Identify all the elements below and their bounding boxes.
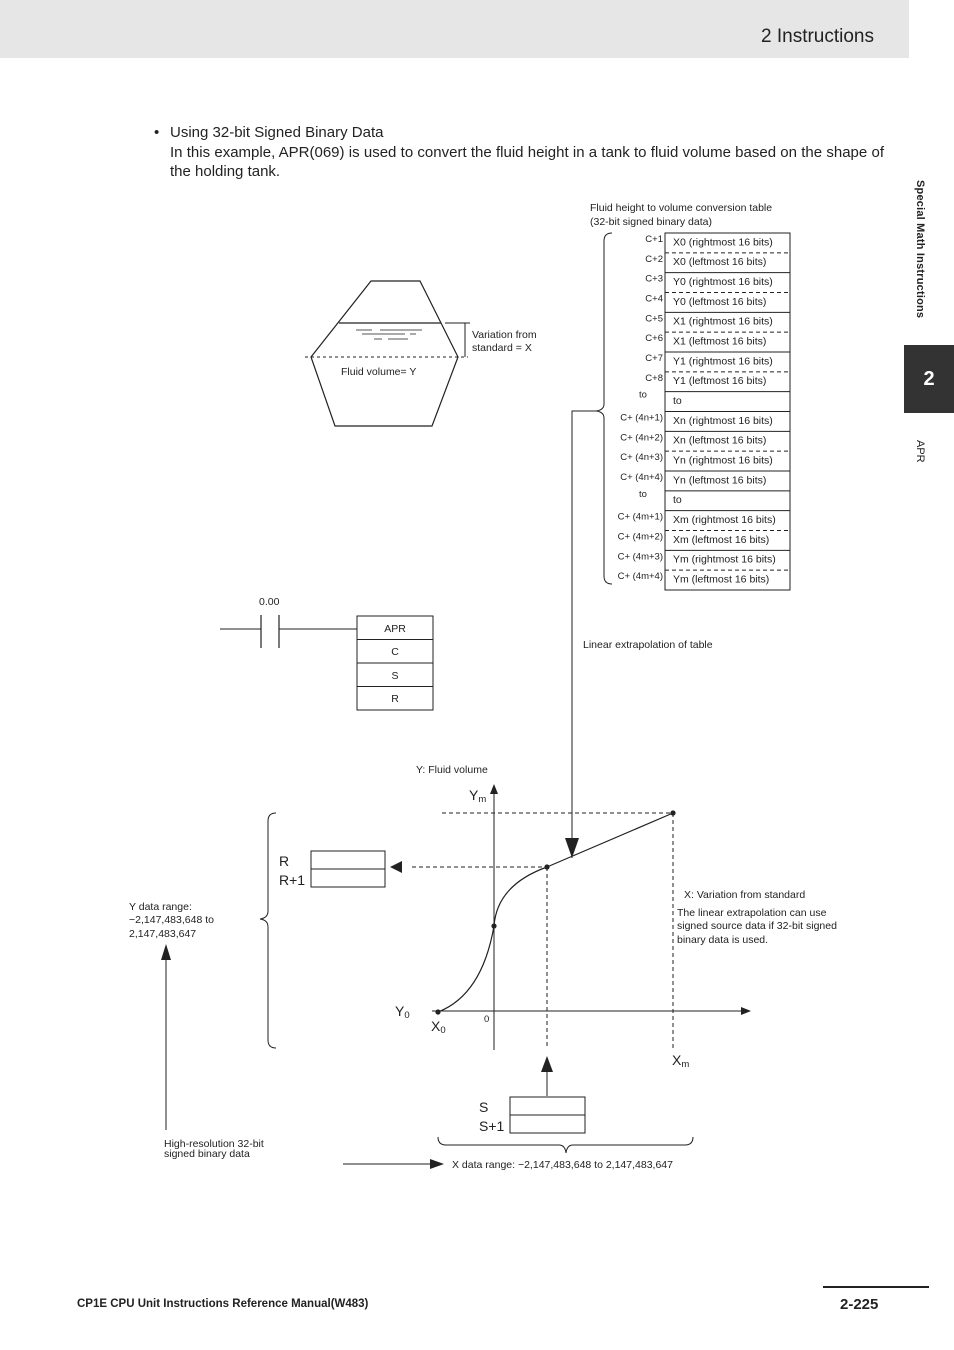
hires-label-2: signed binary data	[164, 1148, 250, 1160]
y-range-min: −2,147,483,648 to	[129, 914, 214, 926]
table-address: C+ (4m+3)	[618, 551, 663, 562]
r-output-words	[310, 850, 386, 888]
table-cell: X1 (rightmost 16 bits)	[673, 316, 773, 328]
table-address: C+5	[645, 313, 663, 324]
tank-drawing	[305, 280, 470, 427]
table-cell: Yn (leftmost 16 bits)	[673, 474, 766, 486]
instr-operand-r: R	[391, 693, 399, 705]
point-zero-crossing	[491, 923, 497, 929]
y0-label: Y0	[395, 1003, 410, 1021]
table-address: C+ (4n+2)	[620, 432, 663, 443]
origin-label: 0	[484, 1014, 489, 1025]
table-address: C+4	[645, 293, 663, 304]
instr-operand-c: C	[391, 646, 399, 658]
note-line-2: signed source data if 32-bit signed	[677, 920, 837, 932]
table-address: C+3	[645, 274, 663, 285]
table-brace	[595, 232, 613, 585]
table-address: C+7	[645, 353, 663, 364]
x-range-brace	[437, 1136, 694, 1154]
table-cell: Y1 (leftmost 16 bits)	[673, 375, 766, 387]
table-cell: Y0 (leftmost 16 bits)	[673, 296, 766, 308]
table-cell: Xm (rightmost 16 bits)	[673, 514, 776, 526]
r1-label: R+1	[279, 872, 305, 888]
ladder-rung	[220, 615, 357, 648]
point-x0-y0	[435, 1009, 441, 1015]
table-cell: X1 (leftmost 16 bits)	[673, 335, 766, 347]
y-range-max: 2,147,483,647	[129, 928, 196, 940]
table-address: C+ (4n+1)	[620, 412, 663, 423]
s1-label: S+1	[479, 1118, 505, 1134]
x-axis-title: X: Variation from standard	[684, 889, 805, 901]
table-address: C+2	[645, 254, 663, 265]
y-axis-title: Y: Fluid volume	[416, 764, 488, 776]
table-cell: Ym (leftmost 16 bits)	[673, 573, 769, 585]
intro-paragraph: In this example, APR(069) is used to con…	[170, 143, 884, 181]
table-subtitle: (32-bit signed binary data)	[590, 216, 712, 228]
table-address: C+1	[645, 234, 663, 245]
table-address: C+ (4n+4)	[620, 472, 663, 483]
s-source-words	[509, 1096, 586, 1134]
extrapolation-label: Linear extrapolation of table	[583, 639, 713, 651]
table-cell: to	[673, 494, 682, 506]
note-line-1: The linear extrapolation can use	[677, 907, 827, 919]
side-sub-label: APR	[914, 440, 926, 463]
xm-label: Xm	[672, 1052, 689, 1070]
table-cell: Y1 (rightmost 16 bits)	[673, 355, 773, 367]
r-label: R	[279, 853, 289, 869]
footer-rule	[823, 1286, 929, 1288]
table-cell: X0 (leftmost 16 bits)	[673, 256, 766, 268]
table-address: C+6	[645, 333, 663, 344]
table-cell: Xn (leftmost 16 bits)	[673, 435, 766, 447]
table-address: to	[639, 390, 647, 401]
extrapolation-line	[571, 410, 596, 858]
hires-label: High-resolution 32-bit	[164, 1138, 264, 1150]
table-address: C+ (4m+4)	[618, 571, 663, 582]
tank-volume-label: Fluid volume= Y	[341, 366, 416, 378]
y-range-brace	[259, 812, 277, 1049]
page-number: 2-225	[840, 1296, 879, 1313]
table-address: C+ (4m+2)	[618, 531, 663, 542]
xrange-arrowhead	[430, 1159, 444, 1169]
tank-variation-label: Variation from	[472, 329, 537, 341]
chapter-tab[interactable]: 2	[904, 345, 954, 413]
table-cell: to	[673, 395, 682, 407]
table-address: C+ (4n+3)	[620, 452, 663, 463]
intro-heading: Using 32-bit Signed Binary Data	[170, 124, 384, 141]
manual-title: CP1E CPU Unit Instructions Reference Man…	[77, 1298, 369, 1310]
intro-text: • Using 32-bit Signed Binary Data In thi…	[154, 123, 884, 182]
header-band	[0, 0, 909, 58]
apr-instruction-block	[356, 615, 434, 711]
table-cell: Yn (rightmost 16 bits)	[673, 454, 773, 466]
x0-label: X0	[431, 1018, 446, 1036]
section-title: 2 Instructions	[761, 26, 874, 47]
table-address: C+ (4m+1)	[618, 512, 663, 523]
table-cell: Ym (rightmost 16 bits)	[673, 554, 776, 566]
table-cell: X0 (rightmost 16 bits)	[673, 236, 773, 248]
bullet: •	[154, 124, 160, 141]
tank-variation-label-2: standard = X	[472, 342, 532, 354]
note-line-3: binary data is used.	[677, 934, 768, 946]
s-arrowhead	[541, 1056, 553, 1072]
table-title: Fluid height to volume conversion table	[590, 202, 772, 214]
table-address: C+8	[645, 373, 663, 384]
x-range-label: X data range: −2,147,483,648 to 2,147,48…	[452, 1159, 673, 1171]
instr-operand-s: S	[391, 670, 398, 682]
table-cell: Y0 (rightmost 16 bits)	[673, 276, 773, 288]
table-address: to	[639, 489, 647, 500]
contact-address: 0.00	[259, 596, 280, 608]
conversion-curve	[437, 812, 674, 1013]
conversion-table: X0 (rightmost 16 bits) C+1 X0 (leftmost 16…	[618, 232, 791, 591]
s-label: S	[479, 1099, 488, 1115]
table-cell: Xn (rightmost 16 bits)	[673, 415, 773, 427]
y-range-label: Y data range:	[129, 901, 192, 913]
hires-arrowhead	[161, 944, 171, 960]
table-cell: Xm (leftmost 16 bits)	[673, 534, 769, 546]
side-section-label: Special Math Instructions	[914, 180, 926, 319]
extrapolation-arrowhead	[565, 838, 579, 858]
ym-label: Ym	[469, 787, 486, 805]
instr-apr: APR	[384, 623, 406, 635]
r-arrowhead	[390, 861, 402, 873]
